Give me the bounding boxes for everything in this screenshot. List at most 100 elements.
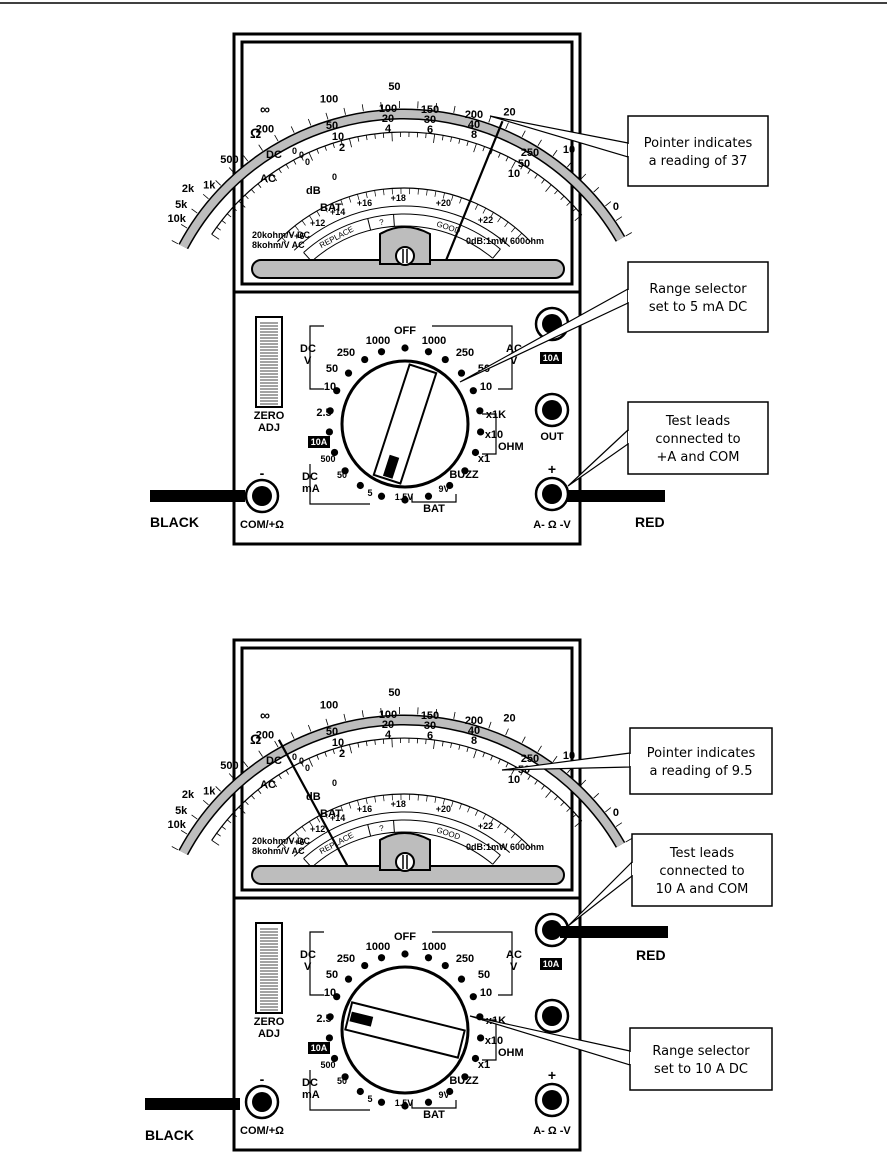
scale-tick bbox=[271, 173, 278, 182]
jack-10a-badge-box bbox=[540, 958, 562, 970]
dcv-bracket bbox=[309, 325, 324, 390]
ohm-tick bbox=[471, 716, 474, 724]
ohm-tick bbox=[361, 104, 364, 112]
scale-tick bbox=[545, 184, 552, 192]
ac-tick bbox=[374, 190, 376, 197]
knob-indicator bbox=[349, 1011, 374, 1027]
ac-tick bbox=[497, 216, 502, 223]
dcv-bracket bbox=[309, 931, 324, 996]
ohm-tick bbox=[580, 173, 587, 180]
scale-tick bbox=[554, 190, 559, 195]
ac-tick bbox=[365, 798, 368, 805]
dc-scale-label: 200 bbox=[465, 715, 483, 727]
ohm-scale-label: 20 bbox=[503, 712, 515, 724]
ohm-tick bbox=[343, 713, 346, 721]
dcma-range-label: 50 bbox=[337, 1076, 347, 1086]
scale-tick bbox=[534, 780, 538, 785]
dc-scale-label: 100 bbox=[379, 103, 397, 115]
ohm-group-label: OHM bbox=[498, 1047, 524, 1059]
selector-detent bbox=[356, 481, 364, 490]
dcv-range-label: 250 bbox=[337, 347, 355, 359]
bat-range-label: 9V bbox=[438, 484, 449, 494]
selector-detent bbox=[457, 975, 466, 983]
scale-tick bbox=[226, 819, 232, 824]
ohm-scale-label: 50 bbox=[388, 81, 400, 93]
ac-tick bbox=[365, 192, 368, 199]
ac-tick bbox=[490, 818, 494, 824]
sensitivity-dc: 20kohm/V DC bbox=[252, 836, 311, 846]
selector-detent bbox=[424, 348, 433, 356]
scale-tick bbox=[433, 739, 436, 750]
dcv-group-label: V bbox=[304, 961, 312, 973]
scale-tick bbox=[340, 746, 343, 752]
scale-tick bbox=[244, 194, 249, 200]
ohm-tick bbox=[191, 208, 198, 214]
scale-tick bbox=[545, 790, 552, 798]
ohm-tick bbox=[228, 167, 235, 174]
scale-tick bbox=[238, 806, 246, 814]
scale-tick bbox=[324, 145, 327, 151]
bat-range-label: 1.5V bbox=[395, 492, 414, 502]
dc-label: DC bbox=[266, 755, 282, 767]
selector-detent bbox=[401, 1102, 409, 1110]
acv-range-label: 250 bbox=[456, 953, 474, 965]
scale-tick bbox=[257, 789, 262, 794]
ac-tick bbox=[287, 837, 293, 843]
ohm-tick bbox=[361, 710, 364, 718]
callout-text: Test leads bbox=[665, 414, 731, 429]
scale-tick bbox=[349, 138, 352, 148]
ac-tick bbox=[434, 190, 437, 197]
jack-out bbox=[542, 1006, 562, 1026]
scale-tick bbox=[308, 152, 313, 161]
zero-label: 0 bbox=[292, 146, 297, 156]
selector-detent bbox=[333, 993, 341, 1001]
ohm-tick bbox=[258, 144, 263, 151]
scale-tick bbox=[473, 749, 477, 759]
db-scale-label: +22 bbox=[478, 821, 493, 831]
bat-arc-top bbox=[303, 213, 501, 253]
selector-detent bbox=[471, 1054, 480, 1063]
ohm-symbol: Ω bbox=[250, 731, 261, 747]
ohm-tick bbox=[380, 101, 382, 110]
zero-label: 0 bbox=[299, 756, 304, 766]
knob-indicator bbox=[382, 454, 400, 479]
ohm-tick bbox=[521, 130, 526, 138]
selector-detent bbox=[377, 348, 386, 356]
plus-sign: + bbox=[548, 1067, 556, 1083]
dc-scale-label: 4 bbox=[385, 123, 392, 135]
selector-detent bbox=[333, 387, 341, 395]
ohm-range-label: x1K bbox=[486, 409, 506, 421]
scale-tick bbox=[216, 226, 221, 231]
ac-tick bbox=[340, 805, 344, 812]
ac-tick bbox=[348, 196, 352, 203]
scale-tick bbox=[251, 795, 255, 800]
selector-detent bbox=[461, 1073, 469, 1081]
zero-adj-label: ADJ bbox=[258, 422, 280, 434]
ohm-range-label: x1 bbox=[478, 1059, 490, 1071]
acv-bracket bbox=[432, 931, 513, 996]
ohm-range-label: x10 bbox=[485, 429, 503, 441]
jack-com bbox=[252, 486, 272, 506]
ohm-scale-band bbox=[179, 716, 624, 855]
black-lead-label: BLACK bbox=[150, 514, 199, 530]
callout-text: +A and COM bbox=[656, 450, 739, 465]
ohm-tick bbox=[202, 193, 209, 200]
ohm-tick bbox=[307, 724, 312, 732]
selector-detent bbox=[356, 1087, 364, 1096]
ohm-tick bbox=[274, 740, 279, 748]
dcma-group-label: DC bbox=[302, 471, 318, 483]
db-scale-label: +18 bbox=[391, 193, 406, 203]
callout-box bbox=[627, 261, 769, 333]
scale-tick bbox=[482, 752, 485, 758]
scale-tick bbox=[560, 195, 565, 200]
scale-tick bbox=[316, 148, 320, 154]
selector-detent bbox=[446, 1087, 454, 1096]
dcma-range-label: 5 bbox=[367, 488, 372, 498]
scale-tick bbox=[264, 178, 268, 183]
dc-scale-label: 10 bbox=[332, 737, 344, 749]
ohm-tick bbox=[215, 180, 221, 186]
db-scale-label: +6 bbox=[294, 231, 304, 241]
scale-tick bbox=[365, 135, 368, 141]
scale-tick bbox=[490, 755, 493, 761]
dcv-range-label: 250 bbox=[337, 953, 355, 965]
